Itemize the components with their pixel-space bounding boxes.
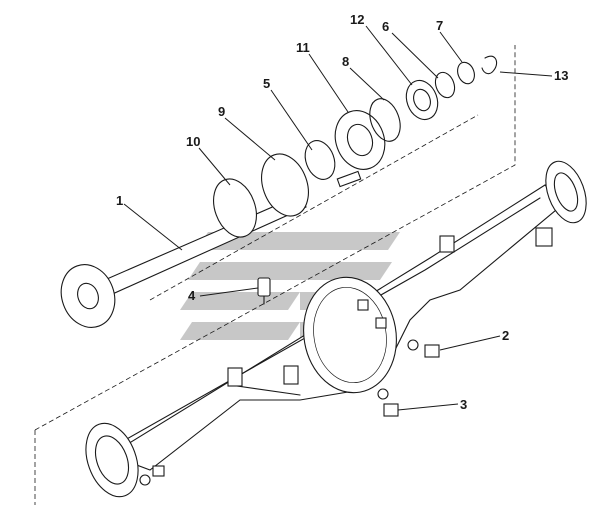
callout-11: 11 [296,40,310,55]
assembly-guide-lines [34,45,516,505]
callout-10: 10 [186,134,200,149]
axle-housing [85,160,587,498]
callout-5: 5 [263,76,270,91]
oil-seal [304,140,336,180]
callout-7: 7 [436,18,443,33]
gasket [213,178,257,238]
wheel-bearing [405,79,439,121]
circlip [481,55,498,75]
drain-plug [407,339,440,358]
callout-9: 9 [218,104,225,119]
bearing-housing [334,110,386,188]
fill-plug [377,388,399,417]
callout-12: 12 [350,12,364,27]
callout-3: 3 [460,397,467,412]
callout-8: 8 [342,54,349,69]
callout-6: 6 [382,19,389,34]
callout-2: 2 [502,328,509,343]
callout-4: 4 [188,288,196,303]
callout-13: 13 [554,68,568,83]
o-ring [369,98,401,142]
brake-flange [261,153,309,217]
retaining-ring [434,71,456,99]
locking-collar [457,61,475,85]
leader-lines [123,25,553,411]
lower-fasteners [139,465,165,486]
callout-1: 1 [116,193,123,208]
breather-valve [257,277,271,305]
